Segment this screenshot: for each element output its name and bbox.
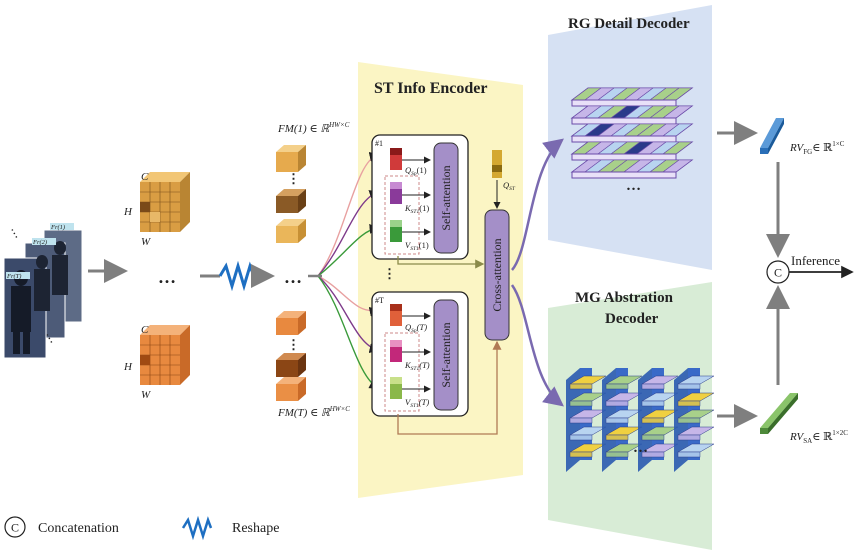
self-attention-box-t — [433, 299, 459, 411]
rg-layer — [570, 159, 694, 179]
fmT-vertical-dots: ⋮ — [287, 337, 300, 352]
groupT-dashed — [384, 332, 420, 412]
rv-sa-label: RVSA∈ ℝ1×2C — [789, 429, 848, 445]
arrow-encoder-to-mg — [510, 284, 564, 407]
legend-reshape-icon — [181, 515, 213, 541]
fmT-stack — [276, 311, 306, 401]
group1-dashed — [384, 175, 420, 255]
frame-label-t: Fr(T) — [6, 273, 21, 280]
mg-decoder-panels — [566, 368, 715, 472]
rv-fg-label: RVFG∈ ℝ1×C — [789, 140, 845, 156]
q-st-label: QST — [503, 180, 516, 192]
reshape-icon — [218, 260, 256, 292]
cross-attention-box — [484, 209, 510, 341]
self-attention-box-1 — [433, 142, 459, 254]
mg-panel — [566, 368, 607, 472]
feature-cube-bottom — [140, 325, 190, 385]
arrow-encoder-to-rg — [511, 138, 564, 271]
rg-decoder-grid — [570, 87, 694, 179]
k-st1-t-label: KST1(T) — [404, 360, 430, 372]
q-sp-t-label: QSp(T) — [405, 322, 427, 334]
mg-decoder-title-2: Decoder — [605, 311, 659, 327]
rg-layer — [570, 141, 694, 161]
arrow-sa1-to-ca — [397, 256, 485, 269]
rg-grid-ellipsis: … — [626, 178, 641, 194]
rv-fg-vector — [760, 118, 784, 154]
dim-c-bottom: C — [141, 324, 149, 336]
group1-index: #1 — [375, 139, 383, 148]
fm-middle-ellipsis: … — [284, 267, 302, 287]
rg-layer — [570, 87, 694, 107]
self-attention-label-t: Self-attention — [439, 322, 453, 387]
dim-c-top: C — [141, 171, 149, 183]
cube-ellipsis: … — [158, 267, 176, 287]
arrow-saT-to-ca — [397, 340, 502, 435]
dim-h-bottom: H — [123, 361, 133, 373]
mg-grid-ellipsis: … — [633, 440, 648, 456]
fm1-vertical-dots: ⋮ — [287, 171, 300, 186]
frame-label-1: Fr(1) — [50, 224, 65, 231]
input-frames: Fr(1) Fr(2) Fr(T) ⋯ ⋯ — [3, 223, 83, 359]
rg-layer — [570, 105, 694, 125]
q-st-token — [492, 150, 502, 178]
group-vertical-ellipsis: ⋮ — [383, 266, 396, 281]
legend-concat-label: Concatenation — [38, 521, 119, 536]
v-st1-t-label: VST1(T) — [405, 397, 429, 409]
mg-panel — [638, 368, 679, 472]
fm1-label: FM(1) ∈ ℝHW×C — [277, 121, 350, 135]
inference-label: Inference — [791, 253, 840, 268]
groupT-index: #T — [375, 296, 384, 305]
frames-dots-top: ⋯ — [6, 225, 24, 242]
dim-w-bottom: W — [141, 389, 151, 401]
dim-w-top: W — [141, 236, 151, 248]
k-st1-1-label: KST1(1) — [404, 203, 429, 215]
rg-decoder-title: RG Detail Decoder — [568, 16, 690, 32]
legend-concat-icon — [4, 516, 26, 538]
cross-attention-label: Cross-attention — [490, 238, 504, 311]
v-st1-1-label: VST1(1) — [405, 240, 429, 252]
frame-label-2: Fr(2) — [32, 239, 47, 246]
q-sp-1-label: QSp(1) — [405, 165, 427, 177]
legend-concat-symbol: C — [11, 521, 19, 535]
rg-layer — [570, 123, 694, 143]
rv-sa-vector — [760, 393, 798, 434]
mg-panel — [602, 368, 643, 472]
mg-panel — [674, 368, 715, 472]
fmT-label: FM(T) ∈ ℝHW×C — [277, 405, 350, 419]
dim-h-top: H — [123, 206, 133, 218]
self-attention-label-1: Self-attention — [439, 165, 453, 230]
legend-reshape-label: Reshape — [232, 521, 279, 536]
mg-decoder-title-1: MG Abstration — [575, 290, 674, 306]
feature-cube-top — [140, 172, 190, 232]
concat-node-symbol: C — [774, 266, 782, 280]
fm1-stack — [276, 145, 306, 243]
encoder-title: ST Info Encoder — [374, 80, 488, 97]
